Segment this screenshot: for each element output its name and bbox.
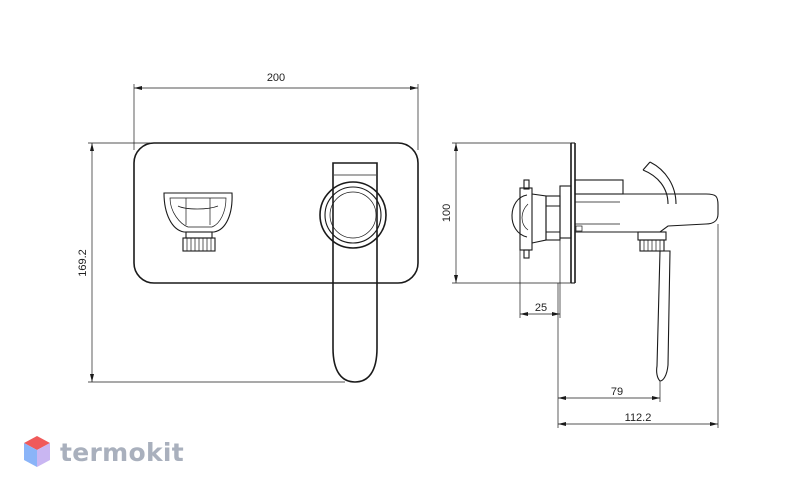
dim-200: 200 [133, 72, 419, 150]
front-rosette [319, 181, 387, 249]
front-lever [332, 162, 378, 383]
side-handle [511, 179, 572, 259]
front-outlet [163, 192, 233, 252]
dim-79: 79 [557, 283, 661, 428]
dim-169: 169.2 [77, 142, 345, 383]
dim-100: 100 [441, 142, 571, 284]
side-spout [574, 161, 719, 382]
cube-logo-icon [24, 436, 50, 467]
dim-25-label: 25 [535, 302, 547, 314]
dim-112: 112.2 [558, 224, 719, 428]
dim-79-label: 79 [611, 386, 623, 398]
brand-logo: termokit [22, 434, 184, 470]
dim-200-label: 200 [267, 72, 285, 84]
front-view: 200 169.2 [77, 72, 419, 383]
brand-name: termokit [60, 437, 185, 467]
front-plate [133, 142, 419, 284]
dim-112-label: 112.2 [625, 412, 652, 424]
dim-25: 25 [519, 238, 561, 318]
dim-100-label: 100 [441, 204, 453, 222]
dim-169-label: 169.2 [77, 249, 89, 277]
side-view: 100 25 79 112.2 [441, 142, 719, 428]
